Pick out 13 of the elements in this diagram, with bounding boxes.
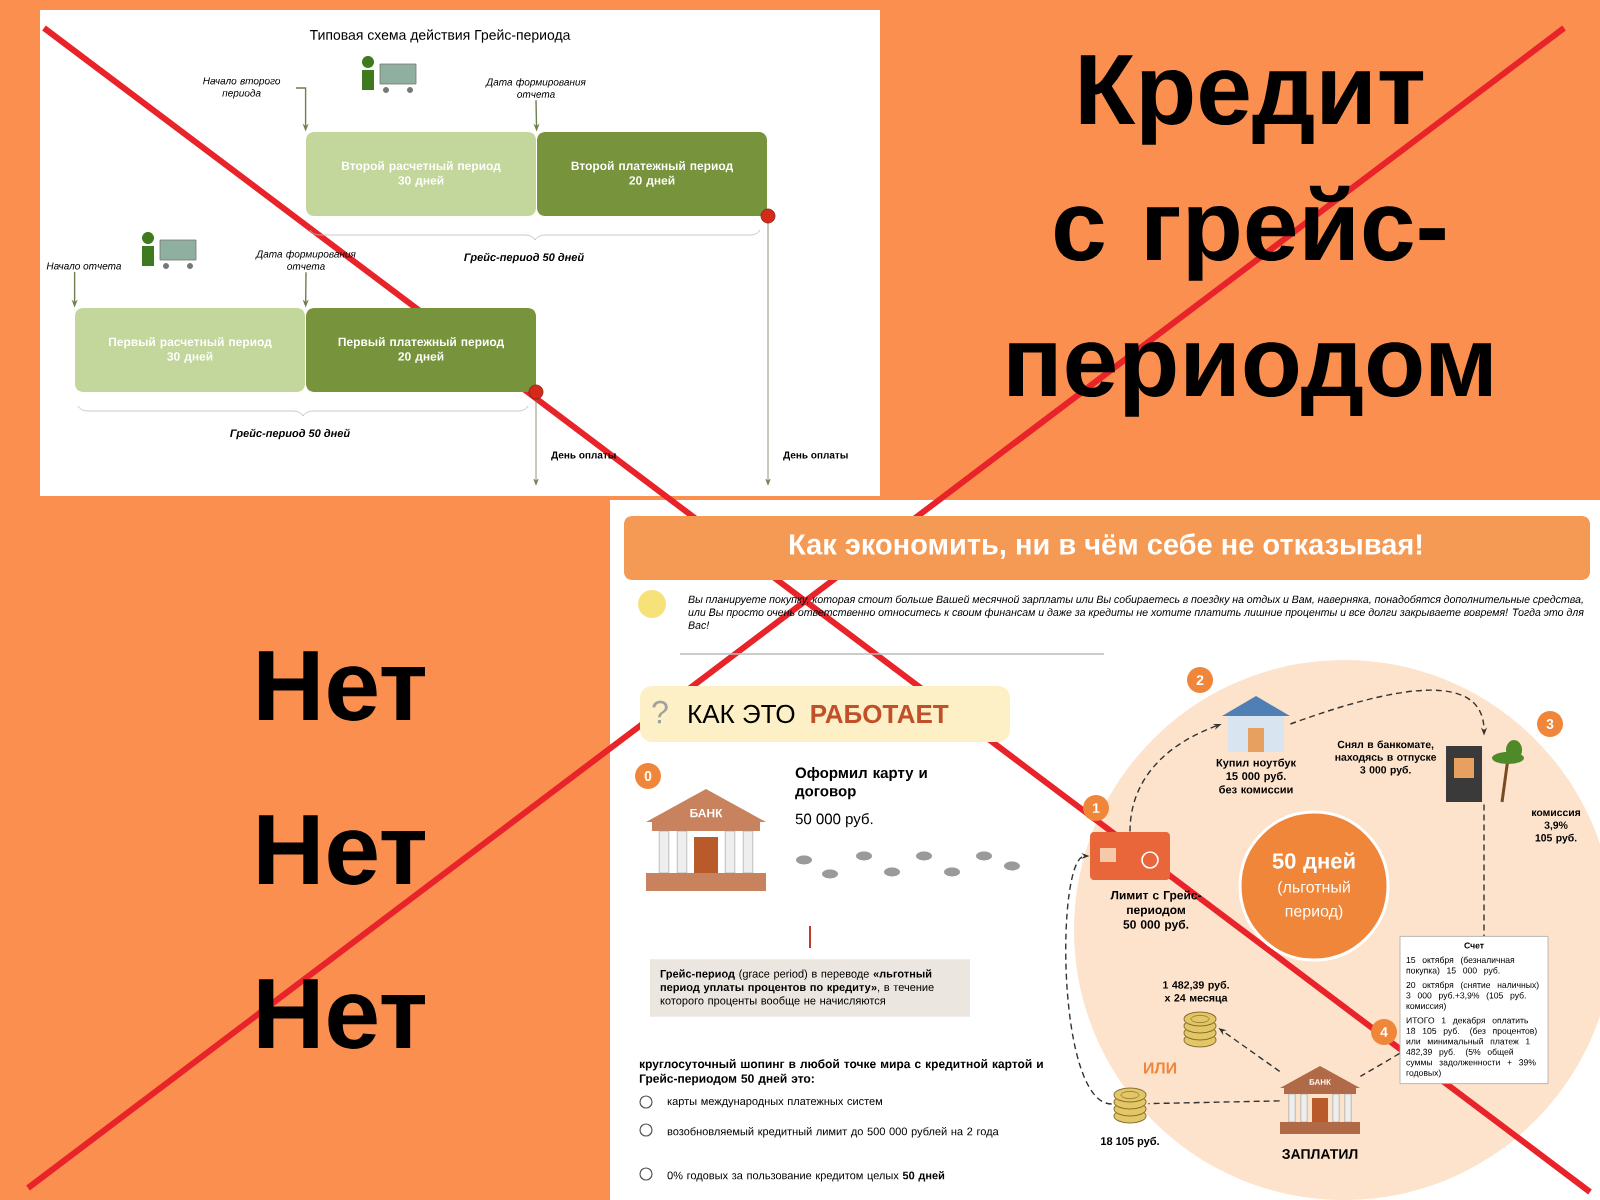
arrow	[1065, 852, 1113, 1105]
no-word: Нет	[258, 815, 425, 885]
no-word: Нет	[258, 651, 425, 721]
connector-line	[1147, 1100, 1281, 1105]
section-heading: РАБОТАЕТ	[811, 704, 949, 724]
no-word: Нет	[258, 979, 425, 1049]
question-mark: ?	[652, 700, 668, 724]
connector-line	[1359, 1052, 1401, 1078]
connector-line	[1483, 803, 1485, 937]
section-heading: КАК ЭТО	[689, 704, 795, 724]
or-label: ИЛИ	[1143, 1062, 1177, 1074]
banner-text: Как экономить, ни в чём себе не отказывая!	[790, 533, 1422, 559]
headline: Кредит с грейс-периодом	[1009, 55, 1491, 417]
